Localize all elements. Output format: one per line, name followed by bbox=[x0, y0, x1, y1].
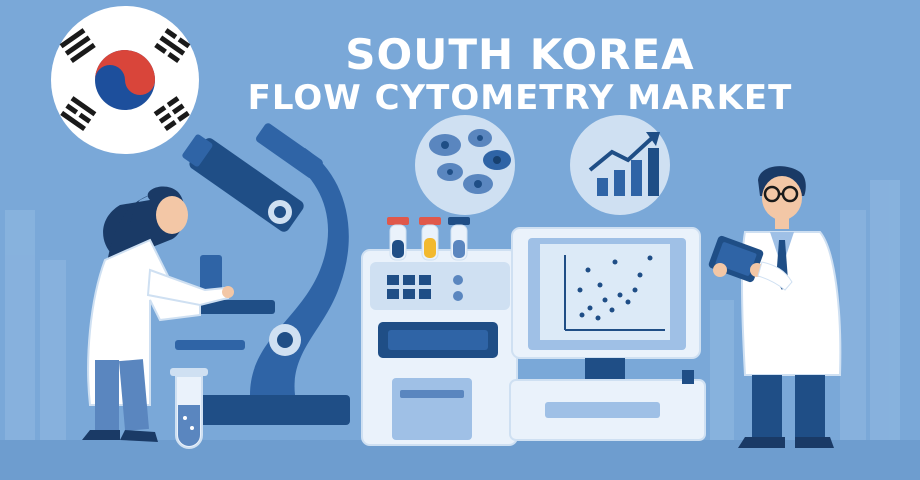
korea-flag-icon bbox=[51, 6, 199, 154]
growth-chart-icon bbox=[570, 115, 670, 215]
title-line-1: SOUTH KOREA bbox=[345, 30, 695, 79]
flow-cytometer bbox=[361, 217, 518, 446]
background-buildings bbox=[5, 180, 900, 440]
female-scientist bbox=[82, 186, 234, 442]
title-line-2: FLOW CYTOMETRY MARKET bbox=[247, 78, 793, 118]
test-tube-icon bbox=[170, 368, 208, 449]
cells-icon bbox=[415, 115, 515, 215]
clipboard-icon bbox=[708, 235, 793, 291]
scatter-dots bbox=[577, 255, 653, 321]
monitor bbox=[509, 227, 706, 441]
